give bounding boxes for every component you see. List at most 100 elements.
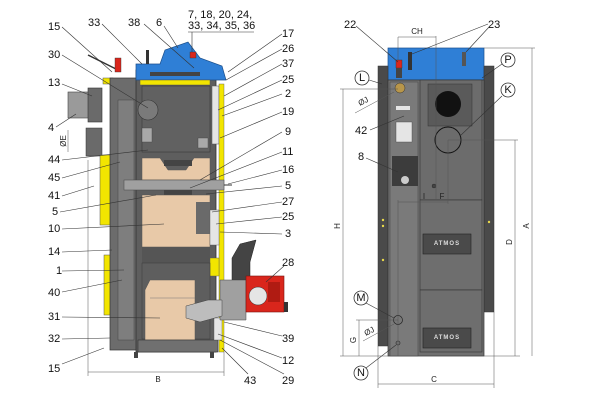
label-29: 29 [282,375,294,387]
label-38: 38 [128,17,140,29]
label-13: 13 [48,77,60,89]
rivet [487,220,491,224]
label-37: 37 [282,58,294,70]
leader-14 [61,249,113,253]
label-30: 30 [48,49,60,61]
leader-25-top [217,79,283,111]
label-31: 31 [48,311,60,323]
burner-nozzle [185,299,223,323]
callout-n [353,365,369,381]
logo-text-lower: ATMOS [434,335,460,341]
label-6: 6 [156,17,162,29]
leader-37 [223,63,283,97]
label-10: 10 [48,223,60,235]
leader-40 [61,279,123,293]
label-5-right: 5 [285,180,291,192]
pellet-burner [185,239,288,323]
label-45: 45 [48,172,60,184]
controller-display [396,106,410,110]
logo-text-upper: ATMOS [434,241,460,247]
label-14: 14 [48,246,60,258]
label-n: N [357,367,365,379]
dim-label-g: G [349,337,358,343]
fan-impeller [401,176,409,184]
label-16: 16 [282,164,294,176]
dim-label-j-bottom: ØJ [363,325,376,338]
leader-45 [61,161,121,179]
lower-grate [164,190,192,195]
dim-label-f: F [440,192,445,201]
logo-plate-upper [422,233,472,255]
label-42: 42 [355,125,367,137]
flue-flange [87,87,103,123]
top-vent-pipe [146,50,149,64]
leader-30 [61,54,149,109]
label-26: 26 [282,43,294,55]
leader-6 [163,25,179,49]
rivet [381,258,385,262]
label-8: 8 [358,151,364,163]
dim-label-c: C [431,375,437,384]
leader-m [365,302,395,319]
leader-29 [219,339,285,375]
front-view: ATMOS ATMOS [377,36,495,357]
foot-left [134,352,138,358]
leader-27 [211,201,283,213]
leader-3 [219,231,283,235]
burner-body [219,279,247,321]
leader-16 [227,169,283,185]
cleaning-cover [137,99,159,121]
front-insulation-inset [209,257,220,277]
air-damper-right [197,137,209,149]
label-l: L [359,72,365,84]
label-44: 44 [48,154,60,166]
leader-42 [369,115,405,131]
dim-label-i: I [423,192,425,201]
dim-label-a: A [522,223,531,229]
leader-43 [221,347,249,375]
label-15-bottom: 15 [48,363,60,375]
label-17: 17 [282,28,294,40]
top-insulation [139,79,211,86]
flue-opening [435,91,461,117]
leader-11 [189,151,283,189]
label-27: 27 [282,196,294,208]
leader-n [365,344,397,369]
leader-13 [61,83,93,97]
chamber-wall-right [196,202,210,234]
top-heat-exchanger-fins [150,72,200,76]
label-25-bottom: 25 [282,211,294,223]
leader-39 [223,321,283,337]
burner-vent [268,282,280,302]
label-22: 22 [344,19,356,31]
leader-15-bottom [61,347,105,365]
rear-stub [85,127,103,157]
safety-valve-side [114,57,122,73]
side-panel-left [377,65,389,347]
base-plate [137,339,219,353]
safety-valve-body [396,68,402,78]
rivet [381,224,385,228]
grate-bar [123,179,225,191]
leader-23-left [411,23,489,55]
label-40: 40 [48,287,60,299]
foot-right [210,352,214,358]
label-15-top: 15 [48,21,60,33]
dim-label-h: H [333,223,342,229]
label-p: P [504,54,511,66]
rear-lever [87,54,119,71]
sensor-right [462,52,466,66]
leader-9 [199,131,283,181]
dim-label-b: B [155,375,160,384]
top-thermostat [189,51,197,59]
label-5-left: 5 [52,206,58,218]
leader-44 [61,149,149,161]
burner-connector [284,302,288,312]
dim-label-j-top: ØJ [357,95,370,108]
label-9: 9 [285,126,291,138]
leader-8 [365,157,399,173]
dim-label-e: ØE [59,135,68,147]
rear-flue-channel [117,99,135,341]
leader-1 [61,269,125,272]
label-12: 12 [282,355,294,367]
